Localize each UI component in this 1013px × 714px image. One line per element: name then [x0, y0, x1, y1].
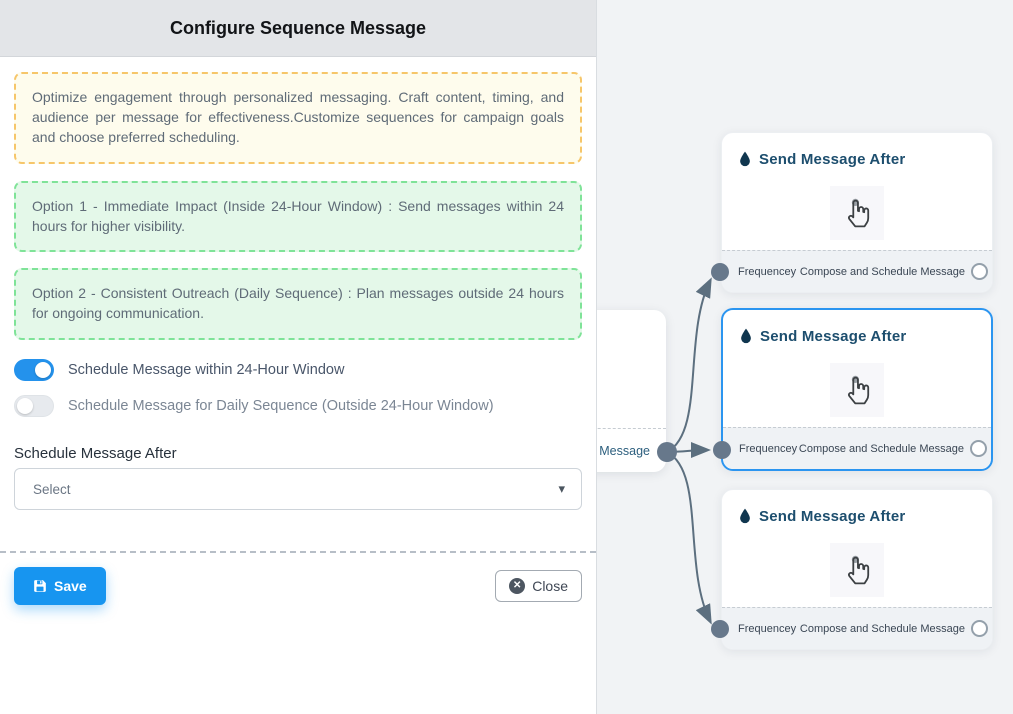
node-action-tile[interactable]	[830, 362, 884, 417]
droplet-icon	[740, 151, 750, 167]
edge-to-top-node	[666, 277, 712, 453]
toggle-daily-sequence-label: Schedule Message for Daily Sequence (Out…	[68, 398, 494, 415]
select-value: Select	[33, 481, 71, 497]
droplet-icon	[741, 328, 751, 344]
node-send-message-after-3[interactable]: Send Message After Frequencey Compose an…	[721, 489, 993, 650]
close-button[interactable]: ✕ Close	[495, 570, 582, 603]
schedule-after-label: Schedule Message After	[14, 445, 177, 463]
node-footer-compose-label[interactable]: Compose and Schedule Message	[799, 622, 965, 635]
node-action-tile[interactable]	[830, 542, 884, 597]
node-send-message-after-2-selected[interactable]: Send Message After Frequencey Compose an…	[721, 308, 993, 471]
floppy-disk-icon	[34, 580, 46, 592]
toggle-row-daily-sequence: Schedule Message for Daily Sequence (Out…	[14, 395, 582, 418]
info-alert: Optimize engagement through personalized…	[14, 72, 582, 164]
node-title-label: Send Message After	[760, 327, 907, 345]
node-footer-compose-label[interactable]: Compose and Schedule Message	[799, 265, 965, 278]
node-send-message-after-1[interactable]: Send Message After Frequencey Compose an…	[721, 132, 993, 293]
option2-alert: Option 2 - Consistent Outreach (Daily Se…	[14, 268, 582, 341]
option1-alert-text: Option 1 - Immediate Impact (Inside 24-H…	[32, 197, 564, 234]
panel-title: Configure Sequence Message	[169, 17, 427, 38]
edge-to-bottom-node	[666, 451, 712, 625]
target-handle-bottom[interactable]	[711, 620, 729, 638]
save-button-label: Save	[54, 578, 87, 595]
panel-header: Configure Sequence Message	[0, 0, 596, 57]
footer-divider	[0, 551, 596, 554]
flow-canvas[interactable]: ce Message Send Message After	[596, 0, 1013, 714]
toggle-row-24-hour: Schedule Message within 24-Hour Window	[14, 359, 582, 382]
hand-pointer-icon	[848, 375, 870, 404]
partial-node-body	[597, 310, 666, 428]
hand-pointer-icon	[848, 198, 870, 227]
source-handle[interactable]	[657, 442, 677, 462]
info-alert-text: Optimize engagement through personalized…	[32, 89, 564, 145]
configure-sequence-message-panel: Configure Sequence Message Optimize enga…	[0, 0, 596, 606]
save-button[interactable]: Save	[14, 567, 106, 606]
close-button-label: Close	[532, 578, 568, 595]
target-handle-top[interactable]	[711, 263, 729, 281]
output-port[interactable]	[971, 620, 988, 637]
output-port[interactable]	[970, 440, 987, 457]
partial-node-footer-label: ce Message	[597, 428, 666, 472]
target-handle-middle[interactable]	[713, 441, 731, 459]
node-title-label: Send Message After	[759, 507, 906, 525]
toggle-24-hour-window[interactable]	[14, 359, 54, 382]
node-title-label: Send Message After	[759, 150, 906, 168]
node-footer-compose-label[interactable]: Compose and Schedule Message	[798, 442, 964, 455]
option2-alert-text: Option 2 - Consistent Outreach (Daily Se…	[32, 285, 564, 322]
circle-x-icon: ✕	[509, 578, 526, 595]
partial-sequence-node[interactable]: ce Message	[597, 310, 666, 472]
node-action-tile[interactable]	[830, 185, 884, 240]
toggle-24-hour-label: Schedule Message within 24-Hour Window	[68, 362, 345, 379]
node-footer-frequency-label[interactable]: Frequencey	[739, 442, 798, 455]
toggle-daily-sequence[interactable]	[14, 395, 54, 418]
hand-pointer-icon	[848, 555, 870, 584]
schedule-after-select[interactable]: Select ▾	[14, 468, 582, 511]
node-footer-frequency-label[interactable]: Frequencey	[738, 622, 797, 635]
node-footer-frequency-label[interactable]: Frequencey	[738, 265, 797, 278]
output-port[interactable]	[971, 263, 988, 280]
option1-alert: Option 1 - Immediate Impact (Inside 24-H…	[14, 180, 582, 253]
chevron-down-icon: ▾	[558, 481, 565, 497]
droplet-icon	[740, 508, 750, 524]
